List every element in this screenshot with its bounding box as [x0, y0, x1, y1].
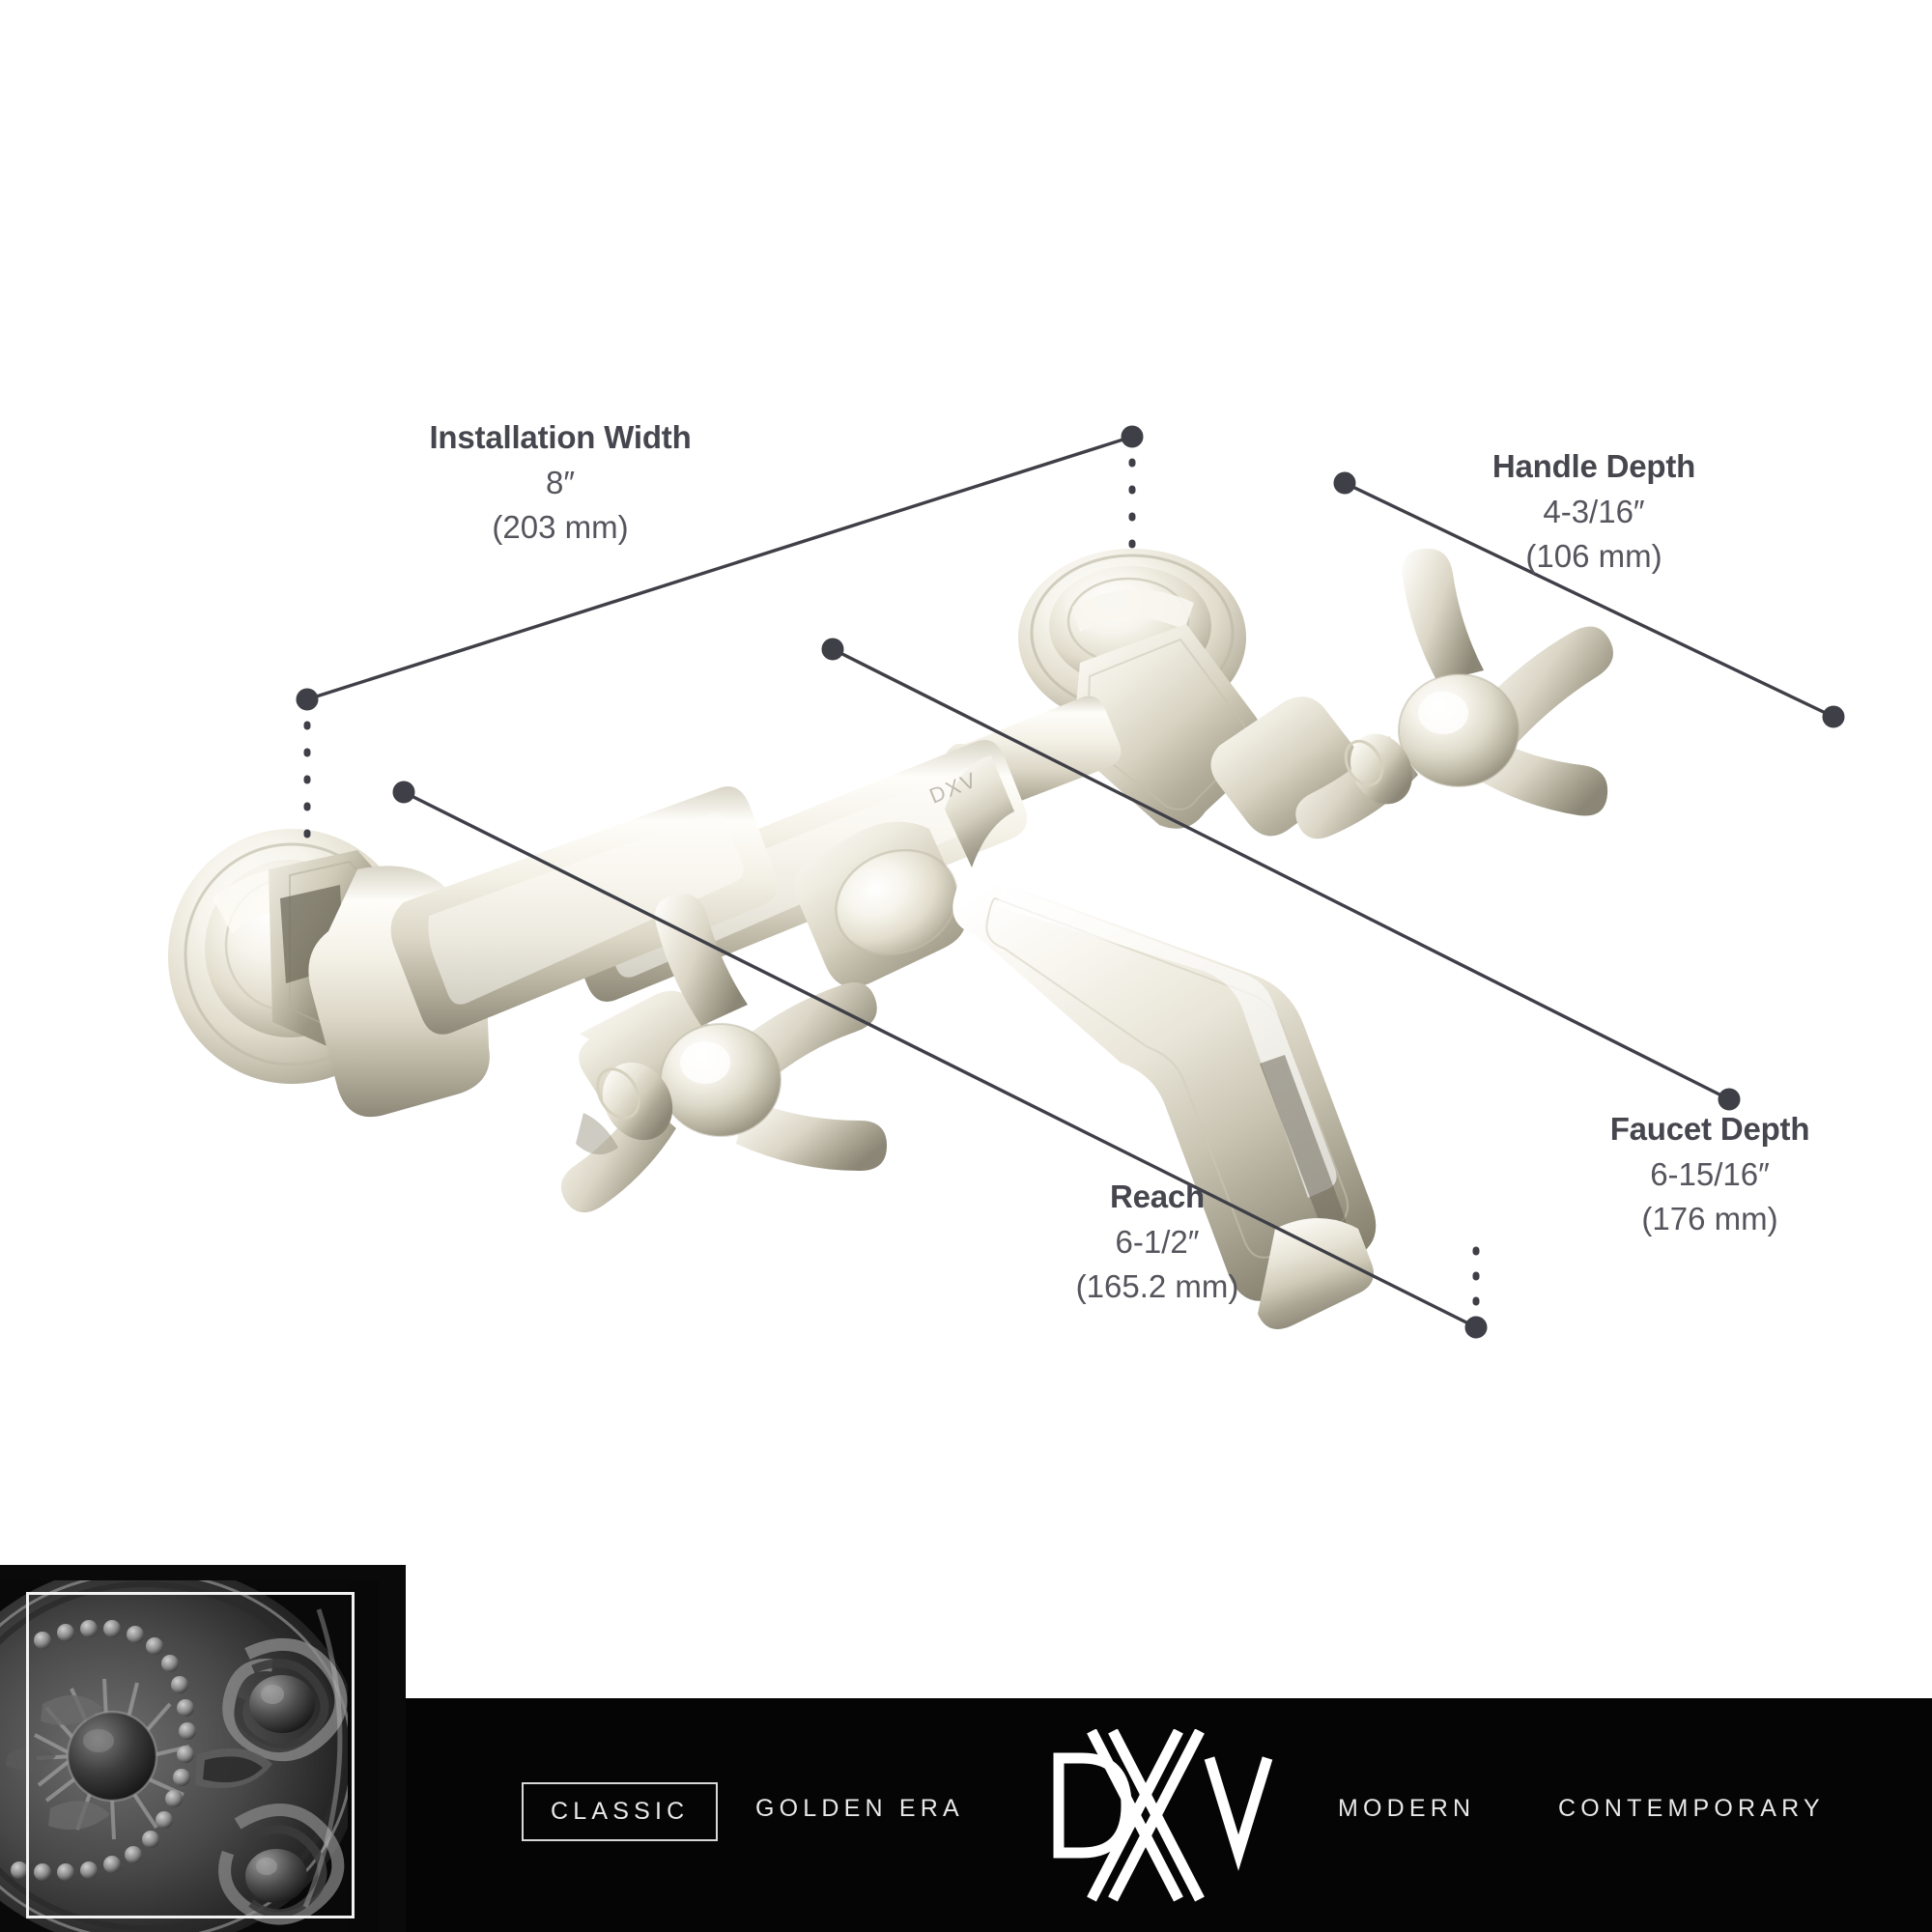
leader-handle-depth — [1333, 471, 1845, 728]
callout-metric: (106 mm) — [1525, 538, 1662, 575]
callout-imperial: 8″ — [545, 464, 576, 500]
leader-faucet-depth — [821, 638, 1741, 1111]
leader-reach — [392, 781, 1488, 1339]
leader-installation-width — [296, 425, 1144, 860]
footer-nav-golden-era[interactable]: GOLDEN ERA — [755, 1795, 964, 1823]
footer-nav-contemporary[interactable]: CONTEMPORARY — [1558, 1795, 1825, 1823]
dimension-leader-lines — [296, 425, 1845, 1339]
callout-installation-width: Installation Width 8″ (203 mm) — [386, 417, 734, 548]
callout-imperial: 4-3/16″ — [1543, 493, 1645, 529]
footer-nav-modern[interactable]: MODERN — [1338, 1795, 1475, 1823]
callout-imperial: 6-1/2″ — [1115, 1223, 1200, 1260]
footer-nav-classic[interactable]: CLASSIC — [522, 1782, 719, 1841]
spout — [952, 868, 1377, 1329]
callout-faucet-depth: Faucet Depth 6-15/16″ (176 mm) — [1555, 1109, 1864, 1239]
footer-nav-label: GOLDEN ERA — [755, 1795, 964, 1822]
footer-nav-label: CLASSIC — [551, 1798, 690, 1825]
footer-bar — [406, 1698, 1932, 1932]
dxv-logo[interactable] — [1043, 1729, 1275, 1903]
callout-title: Installation Width — [429, 419, 692, 455]
lower-valve-body — [269, 786, 778, 1118]
callout-imperial: 6-15/16″ — [1650, 1155, 1770, 1192]
footer-nav-label: MODERN — [1338, 1795, 1476, 1822]
lower-cross-handle[interactable] — [560, 893, 887, 1213]
footer-nav-label: CONTEMPORARY — [1558, 1795, 1825, 1822]
callout-metric: (165.2 mm) — [1075, 1268, 1239, 1305]
upper-cross-handle[interactable] — [1210, 548, 1613, 839]
callout-reach: Reach 6-1/2″ (165.2 mm) — [1003, 1177, 1312, 1307]
medallion-thumbnail[interactable] — [0, 1580, 379, 1932]
callout-handle-depth: Handle Depth 4-3/16″ (106 mm) — [1439, 446, 1748, 577]
callout-metric: (176 mm) — [1641, 1201, 1778, 1237]
callout-title: Handle Depth — [1492, 448, 1696, 484]
callout-title: Reach — [1109, 1179, 1206, 1214]
callout-title: Faucet Depth — [1609, 1111, 1810, 1147]
callout-metric: (203 mm) — [492, 509, 629, 546]
